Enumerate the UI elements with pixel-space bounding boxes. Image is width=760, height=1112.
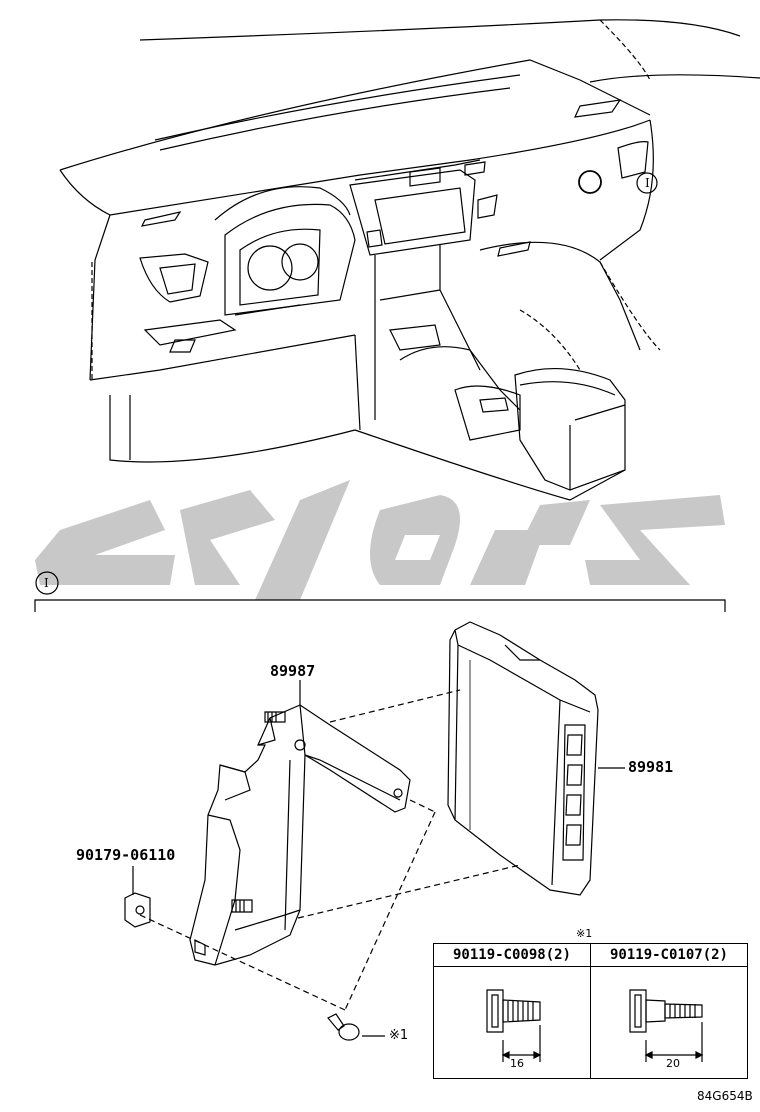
- dashboard-illustration: [59, 19, 760, 501]
- bolt-qty-2: (2): [702, 947, 728, 963]
- bracket-part-number[interactable]: 89987: [270, 662, 316, 680]
- section-marker: I: [44, 576, 49, 590]
- bolt-table-header-1[interactable]: 90119-C0098(2): [433, 943, 591, 967]
- bolt-drawing: [327, 1013, 385, 1041]
- callout-marker: I: [645, 176, 650, 190]
- assembly-lines: [139, 689, 521, 1011]
- bolt-table-cell-2: [590, 966, 748, 1079]
- bolt-dimension-1: 16: [510, 1057, 524, 1070]
- section-frame: [34, 571, 726, 612]
- bolt-dimension-2: 20: [666, 1057, 680, 1070]
- ecu-part-number[interactable]: 89981: [628, 758, 674, 776]
- nut-drawing: [124, 866, 151, 928]
- bolt-part-number-1: 90119-C0098: [452, 947, 546, 963]
- drawing-code: 84G654B: [697, 1089, 753, 1103]
- bracket-drawing: [189, 680, 411, 966]
- bolt-ref-label: ※1: [389, 1028, 409, 1043]
- bolt-part-number-2: 90119-C0107: [609, 947, 703, 963]
- ecu-drawing: [447, 621, 625, 896]
- bolt-table-ref: ※1: [576, 927, 593, 940]
- bolt-qty-1: (2): [545, 947, 571, 963]
- nut-part-number[interactable]: 90179-06110: [76, 846, 176, 864]
- persian-logo-watermark: [35, 480, 725, 600]
- bolt-table-header-2[interactable]: 90119-C0107(2): [590, 943, 748, 967]
- bolt-table-cell-1: [433, 966, 591, 1079]
- bolt-table: 90119-C0098(2) 90119-C0107(2): [433, 943, 748, 1079]
